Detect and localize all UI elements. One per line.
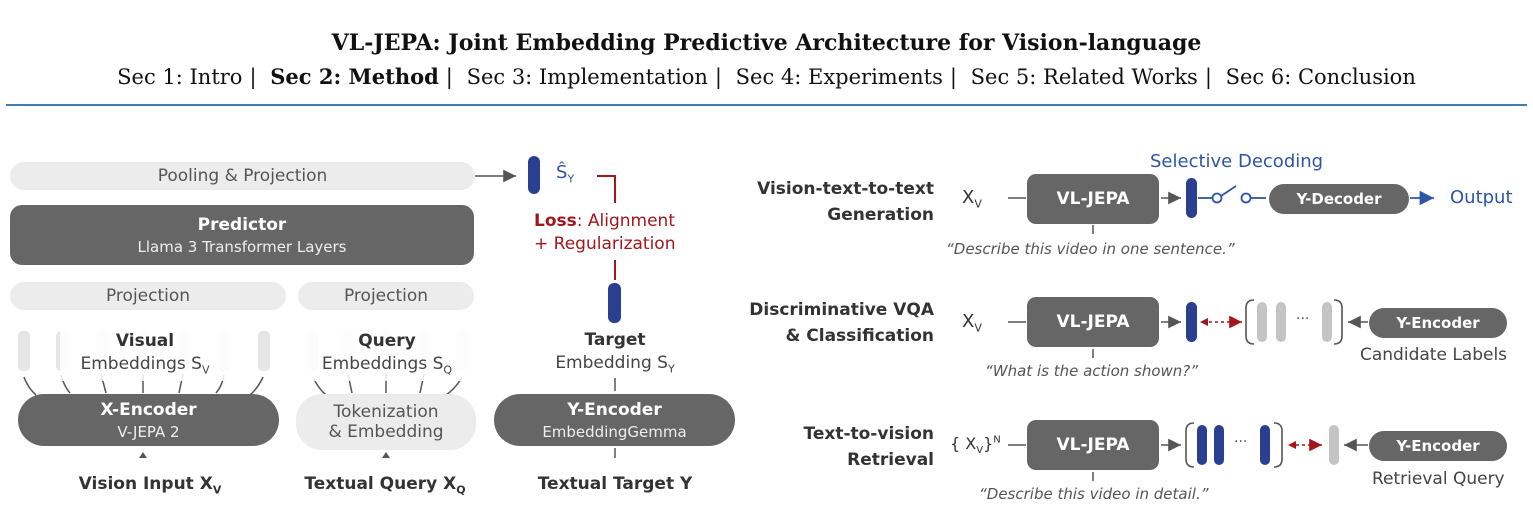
nav-sec6[interactable]: Sec 6: Conclusion <box>1225 65 1416 89</box>
nav-separator: | <box>445 65 453 89</box>
predictor-subtitle: Llama 3 Transformer Layers <box>137 237 347 256</box>
pooling-projection-block: Pooling & Projection <box>10 162 475 190</box>
y-encoder-block: Y-Encoder EmbeddingGemma <box>494 394 735 446</box>
visual-embeddings-label: Visual Embeddings SV <box>60 330 230 382</box>
visual-embedding-bar <box>18 331 30 371</box>
vision-input-label: Vision Input XV <box>78 474 222 497</box>
s-hat-label: ŜY <box>556 162 575 186</box>
query-embedding-bar <box>1329 425 1339 465</box>
nav-separator: | <box>714 65 722 89</box>
vqa-prompt: “What is the action shown?” <box>985 362 1199 380</box>
predictor-block: Predictor Llama 3 Transformer Layers <box>10 205 474 265</box>
nav-sec1[interactable]: Sec 1: Intro <box>117 65 243 89</box>
visual-embedding-bar <box>258 331 270 371</box>
vl-jepa-generation-box: VL-JEPA <box>1027 174 1159 224</box>
predictor-title: Predictor <box>197 214 287 235</box>
vl-jepa-vqa-box: VL-JEPA <box>1027 297 1159 347</box>
nav-sec3[interactable]: Sec 3: Implementation <box>466 65 708 89</box>
x-encoder-subtitle: V-JEPA 2 <box>117 422 180 441</box>
x-encoder-title: X-Encoder <box>100 399 197 420</box>
y-decoder-pill: Y-Decoder <box>1269 184 1409 214</box>
projection-right-block: Projection <box>298 282 474 310</box>
candidate-labels-caption: Candidate Labels <box>1360 345 1508 365</box>
vqa-input-label: XV <box>962 311 982 335</box>
predicted-embedding-bar <box>528 156 540 194</box>
candidate-bar <box>1257 302 1267 342</box>
vqa-embedding-bar <box>1186 302 1197 342</box>
y-encoder-title: Y-Encoder <box>567 399 662 420</box>
retrieval-query-caption: Retrieval Query <box>1372 469 1505 489</box>
task-vqa-label: Discriminative VQA& Classification <box>749 300 934 346</box>
nav-separator: | <box>249 65 257 89</box>
output-label: Output <box>1450 187 1513 208</box>
selective-decoding-label: Selective Decoding <box>1150 151 1324 172</box>
video-embedding-bar <box>1260 425 1270 465</box>
vl-jepa-retrieval-box: VL-JEPA <box>1027 420 1159 470</box>
generation-embedding-bar <box>1186 178 1197 218</box>
candidate-bar <box>1322 302 1332 342</box>
loss-label: Loss: Alignment + Regularization <box>534 211 676 254</box>
textual-target-label: Textual Target Y <box>537 474 693 494</box>
target-embedding-bar <box>608 283 621 323</box>
retrieval-prompt: “Describe this video in detail.” <box>979 485 1209 503</box>
projection-left-block: Projection <box>10 282 286 310</box>
retrieval-input-label: { XV}N <box>950 434 1001 457</box>
query-embeddings-label: Query Embeddings SQ <box>306 330 468 382</box>
nav-sec5[interactable]: Sec 5: Related Works <box>970 65 1198 89</box>
section-nav: Sec 1: Intro| Sec 2: Method| Sec 3: Impl… <box>0 64 1533 89</box>
header-rule <box>6 104 1527 106</box>
candidate-bar <box>1276 302 1286 342</box>
candidate-ellipsis: ··· <box>1296 311 1310 327</box>
y-encoder-subtitle: EmbeddingGemma <box>542 422 687 441</box>
generation-prompt: “Describe this video in one sentence.” <box>946 240 1235 258</box>
video-embedding-bar <box>1214 425 1224 465</box>
nav-sec2[interactable]: Sec 2: Method <box>270 64 439 89</box>
nav-separator: | <box>1204 65 1212 89</box>
tokenization-line1: Tokenization <box>333 402 439 422</box>
generation-input-label: XV <box>962 187 982 211</box>
x-encoder-block: X-Encoder V-JEPA 2 <box>18 394 279 446</box>
video-embedding-bar <box>1197 425 1207 465</box>
nav-separator: | <box>949 65 957 89</box>
page-title: VL-JEPA: Joint Embedding Predictive Arch… <box>331 30 1202 56</box>
tokenization-block: Tokenization & Embedding <box>296 394 476 450</box>
y-encoder-vqa-pill: Y-Encoder <box>1369 308 1507 338</box>
textual-query-label: Textual Query XQ <box>304 474 466 497</box>
nav-sec4[interactable]: Sec 4: Experiments <box>735 65 943 89</box>
target-embedding-label: Target Embedding SY <box>555 330 675 376</box>
video-ellipsis: ··· <box>1234 434 1248 450</box>
tokenization-line2: & Embedding <box>328 422 444 442</box>
y-encoder-retrieval-pill: Y-Encoder <box>1369 431 1507 461</box>
